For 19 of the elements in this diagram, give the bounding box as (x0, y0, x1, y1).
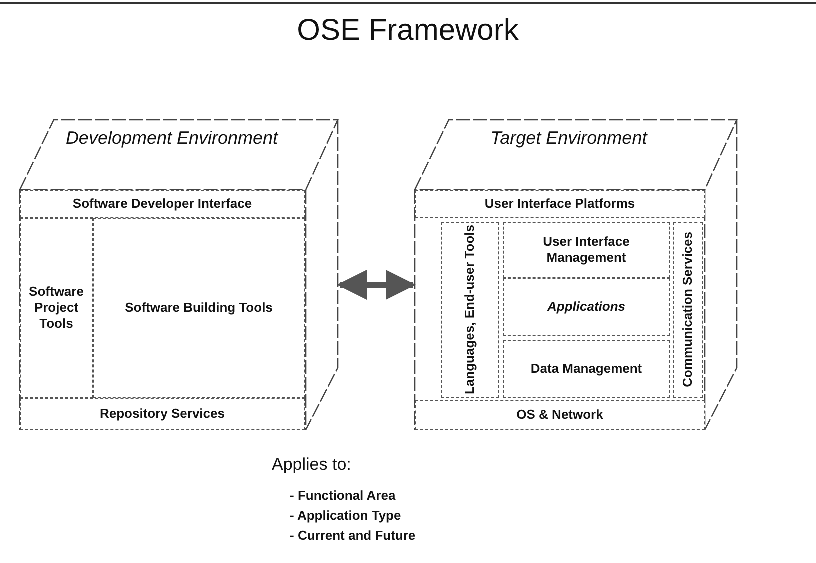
layer-box: Software Developer Interface (20, 190, 305, 218)
layer-box: Repository Services (20, 398, 305, 430)
layer-box: Software Building Tools (93, 218, 305, 398)
layer-box: User Interface Management (503, 222, 670, 278)
layer-box: User Interface Platforms (415, 190, 705, 218)
cube-heading: Development Environment (64, 127, 280, 150)
list-item: - Current and Future (290, 528, 416, 543)
layer-box: Applications (503, 278, 670, 336)
cube-heading: Target Environment (490, 127, 649, 150)
layer-box: Software Project Tools (20, 218, 93, 398)
diagram-title: OSE Framework (296, 14, 520, 48)
layer-box: OS & Network (415, 400, 705, 430)
double-arrow (337, 270, 416, 300)
layer-box: Communication Services (673, 222, 703, 398)
layer-box: Data Management (503, 340, 670, 398)
list-item: - Functional Area (290, 488, 396, 503)
list-item: - Application Type (290, 508, 402, 523)
layer-box: Languages, End-user Tools (441, 222, 499, 398)
heading-text: Applies to: (272, 455, 352, 475)
